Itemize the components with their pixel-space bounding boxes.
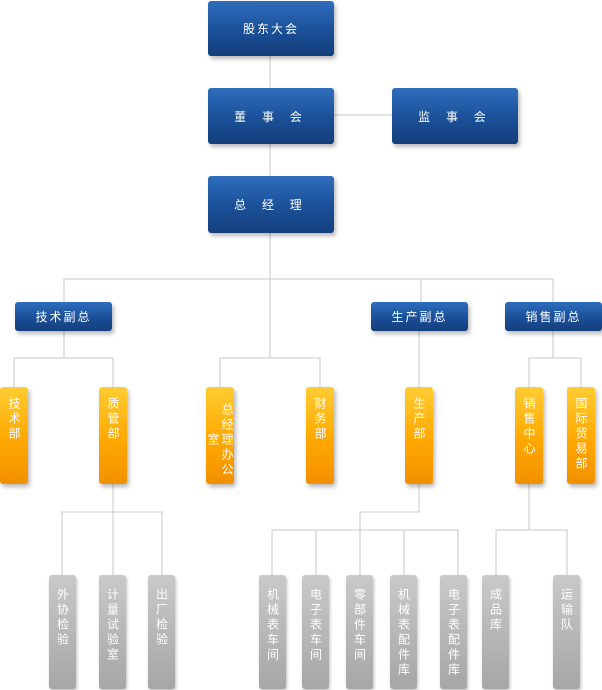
electronic-parts-warehouse-label: 电子表配件库 <box>446 588 461 678</box>
mechanical-watch-workshop-box: 机械表车间 <box>259 575 286 689</box>
vp-production-label: 生产副总 <box>391 310 448 324</box>
vp-sales-box: 销售副总 <box>505 302 602 331</box>
tech-department-label: 技术部 <box>7 397 21 442</box>
general-manager-box: 总 经 理 <box>208 176 334 233</box>
outsourcing-inspection-label: 外协检验 <box>55 588 70 648</box>
electronic-watch-workshop-box: 电子表车间 <box>302 575 329 689</box>
electronic-parts-warehouse-box: 电子表配件库 <box>440 575 467 689</box>
metrology-lab-box: 计量试验室 <box>99 575 126 689</box>
finished-goods-warehouse-label: 成品库 <box>488 588 503 633</box>
vp-production-box: 生产副总 <box>371 302 468 331</box>
vp-technology-label: 技术副总 <box>35 310 92 324</box>
mechanical-parts-warehouse-box: 机械表配件库 <box>390 575 417 689</box>
shareholders-meeting-label: 股东大会 <box>242 22 299 36</box>
parts-workshop-label: 零部件车间 <box>352 588 367 663</box>
outsourcing-inspection-box: 外协检验 <box>49 575 76 689</box>
transport-team-label: 运输队 <box>559 588 574 633</box>
sales-center-label: 销售中心 <box>522 397 536 457</box>
board-of-directors-label: 董 事 会 <box>234 109 308 124</box>
quality-department-label: 质管部 <box>106 397 120 442</box>
production-department-box: 生产部 <box>405 387 433 484</box>
electronic-watch-workshop-label: 电子表车间 <box>308 588 323 663</box>
finished-goods-warehouse-box: 成品库 <box>482 575 509 689</box>
quality-department-box: 质管部 <box>99 387 127 484</box>
board-of-directors-box: 董 事 会 <box>208 88 334 144</box>
mechanical-parts-warehouse-label: 机械表配件库 <box>396 588 411 678</box>
transport-team-box: 运输队 <box>553 575 580 689</box>
international-trade-box: 国际贸易部 <box>567 387 595 484</box>
gm-office-label: 总经理办公室 <box>206 403 234 478</box>
international-trade-label: 国际贸易部 <box>574 397 588 472</box>
finance-department-box: 财务部 <box>306 387 334 484</box>
board-of-supervisors-label: 监 事 会 <box>418 109 492 124</box>
gm-office-box: 总经理办公室 <box>206 387 234 484</box>
board-of-supervisors-box: 监 事 会 <box>392 88 518 144</box>
parts-workshop-box: 零部件车间 <box>346 575 373 689</box>
shareholders-meeting-box: 股东大会 <box>208 1 334 56</box>
mechanical-watch-workshop-label: 机械表车间 <box>265 588 280 663</box>
sales-center-box: 销售中心 <box>515 387 543 484</box>
tech-department-box: 技术部 <box>0 387 28 484</box>
metrology-lab-label: 计量试验室 <box>105 588 120 663</box>
finance-department-label: 财务部 <box>313 397 327 442</box>
vp-technology-box: 技术副总 <box>15 302 112 331</box>
outgoing-inspection-label: 出厂检验 <box>154 588 169 648</box>
outgoing-inspection-box: 出厂检验 <box>148 575 175 689</box>
general-manager-label: 总 经 理 <box>234 198 308 212</box>
production-department-label: 生产部 <box>412 397 426 442</box>
vp-sales-label: 销售副总 <box>525 310 582 324</box>
